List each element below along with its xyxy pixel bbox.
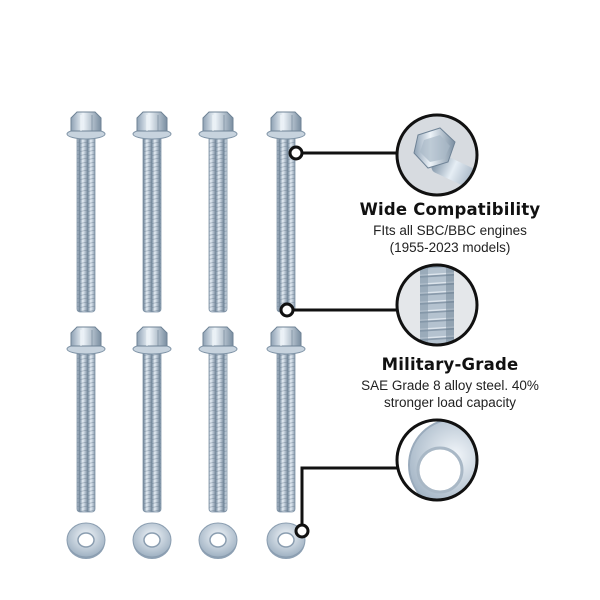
feature-desc-line: FIts all SBC/BBC engines [373,223,527,238]
callout-dot-washer [294,523,310,539]
washer-closeup-icon [395,418,479,502]
feature-title-compatibility: Wide Compatibility [359,200,541,219]
callout-dot-compatibility [288,145,304,161]
bolt-head-closeup-icon [395,113,479,197]
washer [66,522,106,559]
bolt [132,326,172,513]
bolt [66,111,106,313]
feature-title-grade: Military-Grade [381,355,519,374]
thread-closeup-icon [395,263,479,347]
washer-set [66,522,306,559]
feature-desc-line: (1955-2023 models) [389,240,511,255]
callout-dot-grade [279,302,295,318]
bolt [66,326,106,513]
bolt [266,111,306,313]
feature-desc-compatibility: FIts all SBC/BBC engines (1955-2023 mode… [320,222,580,256]
washer [132,522,172,559]
feature-desc-line: SAE Grade 8 alloy steel. 40% [361,378,539,393]
bolt-set [66,111,306,513]
feature-desc-grade: SAE Grade 8 alloy steel. 40% stronger lo… [320,377,580,411]
callout-line-washer [300,466,398,530]
washer [198,522,238,559]
feature-desc-line: stronger load capacity [383,395,517,410]
callout-dots [279,145,310,539]
bolt [266,326,306,513]
callout-lines [290,151,398,530]
bolt [132,111,172,313]
bolt [198,326,238,513]
bolt [198,111,238,313]
